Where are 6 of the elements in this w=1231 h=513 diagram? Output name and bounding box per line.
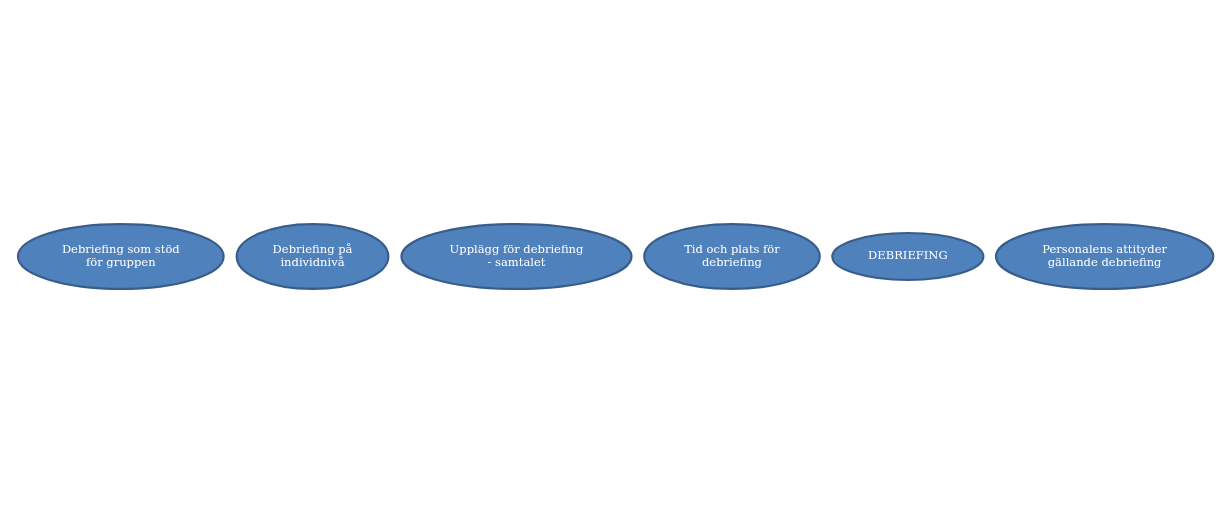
node-ellipse: Debriefing på individnivå [235, 223, 390, 290]
node-ellipse: Upplägg för debriefing - samtalet [400, 223, 633, 290]
node-ellipse: Tid och plats för debriefing [643, 223, 821, 290]
node-ellipse: Debriefing som stöd för gruppen [16, 223, 225, 290]
node-ellipse: Personalens attityder gällande debriefing [994, 223, 1215, 290]
node-ellipse: DEBRIEFING [831, 231, 985, 282]
